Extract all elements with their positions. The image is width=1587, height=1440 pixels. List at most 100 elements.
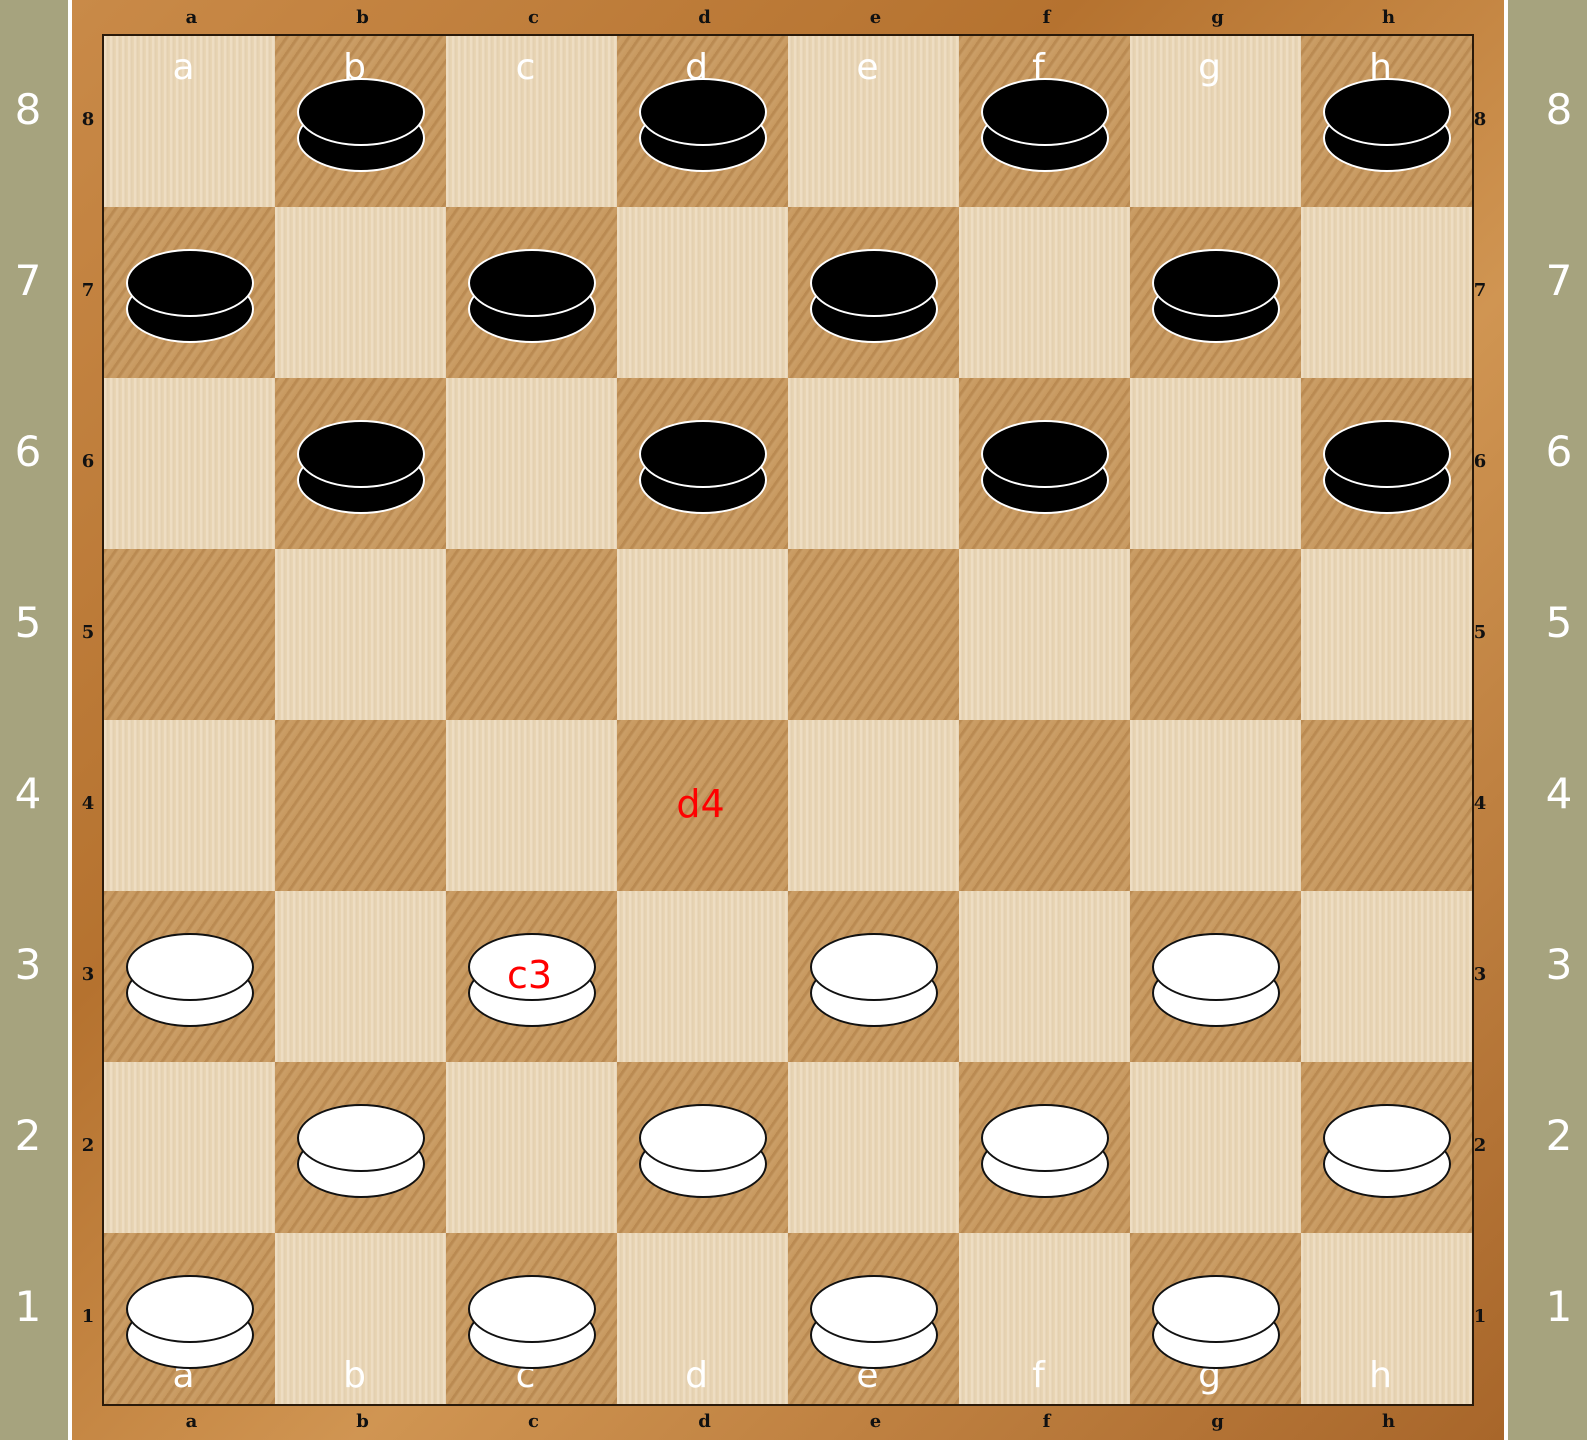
outer-rank-label-right-6: 6 [1531,428,1587,476]
checker-top [126,249,254,317]
checker-top [810,249,938,317]
checker-top [297,78,425,146]
frame-file-label-bottom-a: a [106,1412,277,1432]
board-file-label-bottom-h: h [1295,1356,1466,1396]
white-checker-b2[interactable] [297,1104,425,1196]
board-file-label-bottom-b: b [269,1356,440,1396]
frame-file-label-top-h: h [1303,8,1474,28]
outer-rank-label-left-8: 8 [0,86,56,134]
frame-rank-label-left-6: 6 [76,452,100,472]
square-c2[interactable] [446,1062,617,1233]
frame-rank-label-left-1: 1 [76,1307,100,1327]
white-checker-e1[interactable] [810,1275,938,1367]
checker-top [126,1275,254,1343]
square-annotation-c3: c3 [446,953,613,997]
checker-top [297,420,425,488]
square-b3[interactable] [275,891,446,1062]
black-checker-h8[interactable] [1323,78,1451,170]
white-checker-e3[interactable] [810,933,938,1025]
checker-top [981,1104,1109,1172]
square-a5[interactable] [104,549,275,720]
black-checker-d6[interactable] [639,420,767,512]
square-b4[interactable] [275,720,446,891]
square-a2[interactable] [104,1062,275,1233]
square-d3[interactable] [617,891,788,1062]
frame-file-label-top-d: d [619,8,790,28]
black-checker-f6[interactable] [981,420,1109,512]
square-f5[interactable] [959,549,1130,720]
black-checker-d8[interactable] [639,78,767,170]
square-g5[interactable] [1130,549,1301,720]
square-g2[interactable] [1130,1062,1301,1233]
square-e5[interactable] [788,549,959,720]
board-file-label-top-g: g [1124,48,1295,88]
frame-file-label-top-f: f [961,8,1132,28]
white-checker-g1[interactable] [1152,1275,1280,1367]
board-file-label-top-a: a [98,48,269,88]
checker-top [1152,249,1280,317]
square-h5[interactable] [1301,549,1472,720]
checker-top [639,1104,767,1172]
checker-top [1323,1104,1451,1172]
square-f7[interactable] [959,207,1130,378]
square-h4[interactable] [1301,720,1472,891]
black-checker-f8[interactable] [981,78,1109,170]
outer-rank-label-left-3: 3 [0,941,56,989]
frame-file-label-bottom-g: g [1132,1412,1303,1432]
square-d7[interactable] [617,207,788,378]
white-checker-h2[interactable] [1323,1104,1451,1196]
square-b7[interactable] [275,207,446,378]
square-f4[interactable] [959,720,1130,891]
black-checker-b8[interactable] [297,78,425,170]
square-annotation-d4: d4 [617,782,784,826]
square-c6[interactable] [446,378,617,549]
white-checker-g3[interactable] [1152,933,1280,1025]
frame-file-label-top-c: c [448,8,619,28]
checker-top [1152,1275,1280,1343]
frame-rank-label-left-2: 2 [76,1136,100,1156]
checker-top [810,933,938,1001]
black-checker-b6[interactable] [297,420,425,512]
square-e2[interactable] [788,1062,959,1233]
black-checker-a7[interactable] [126,249,254,341]
square-e4[interactable] [788,720,959,891]
outer-rank-label-right-1: 1 [1531,1283,1587,1331]
outer-rank-label-right-3: 3 [1531,941,1587,989]
checker-top [981,78,1109,146]
white-checker-a1[interactable] [126,1275,254,1367]
frame-file-label-bottom-b: b [277,1412,448,1432]
white-checker-c1[interactable] [468,1275,596,1367]
white-checker-a3[interactable] [126,933,254,1025]
square-a4[interactable] [104,720,275,891]
square-h3[interactable] [1301,891,1472,1062]
frame-file-label-top-g: g [1132,8,1303,28]
outer-rank-label-right-8: 8 [1531,86,1587,134]
checker-top [639,420,767,488]
square-a6[interactable] [104,378,275,549]
square-c5[interactable] [446,549,617,720]
checker-top [468,249,596,317]
outer-rank-label-left-7: 7 [0,257,56,305]
square-c4[interactable] [446,720,617,891]
square-h7[interactable] [1301,207,1472,378]
square-f3[interactable] [959,891,1130,1062]
black-checker-c7[interactable] [468,249,596,341]
checker-top [1152,933,1280,1001]
square-g6[interactable] [1130,378,1301,549]
square-d5[interactable] [617,549,788,720]
checker-top [1323,78,1451,146]
frame-file-label-bottom-h: h [1303,1412,1474,1432]
square-b5[interactable] [275,549,446,720]
board-file-label-bottom-f: f [953,1356,1124,1396]
white-checker-f2[interactable] [981,1104,1109,1196]
outer-rank-label-left-5: 5 [0,599,56,647]
white-checker-d2[interactable] [639,1104,767,1196]
black-checker-e7[interactable] [810,249,938,341]
black-checker-h6[interactable] [1323,420,1451,512]
board-file-label-bottom-d: d [611,1356,782,1396]
black-checker-g7[interactable] [1152,249,1280,341]
frame-rank-label-left-7: 7 [76,281,100,301]
square-e6[interactable] [788,378,959,549]
square-g4[interactable] [1130,720,1301,891]
